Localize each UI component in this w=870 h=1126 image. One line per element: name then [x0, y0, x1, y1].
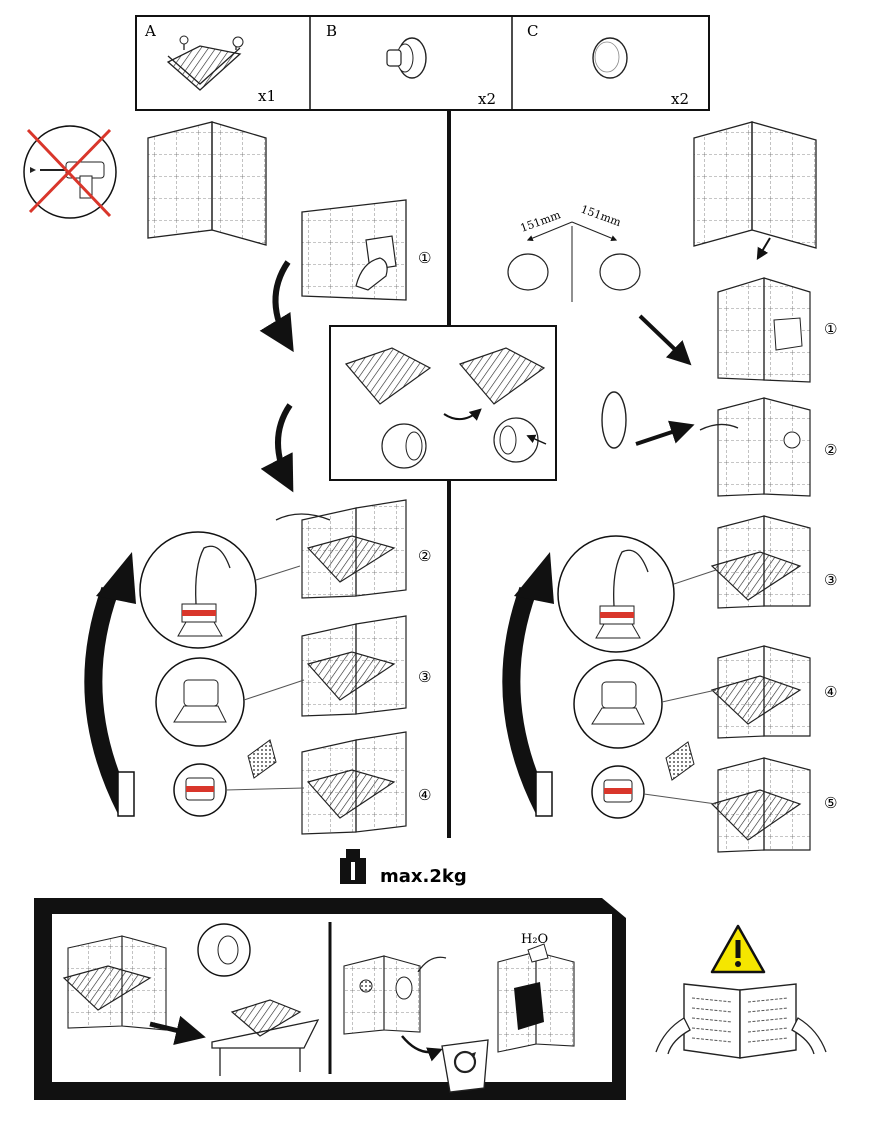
removal-scene-image	[62, 923, 320, 1076]
right-step-5-number: ⑤	[824, 794, 837, 812]
right-step-5-basket-image	[710, 757, 811, 853]
no-drill-icon	[23, 125, 117, 219]
mounting-detail-inset	[329, 325, 557, 481]
left-vent-plate-image	[247, 739, 277, 779]
left-step-4-basket-image	[301, 731, 407, 835]
right-step-2-place-disc-image	[699, 397, 811, 497]
right-locked-detail-circle	[573, 659, 717, 749]
left-step-3-number: ③	[418, 668, 431, 686]
right-step-4-number: ④	[824, 683, 837, 701]
down-arrow-icon	[756, 237, 771, 261]
part-c-quantity: x2	[671, 90, 689, 108]
part-a-basket-image	[166, 35, 244, 91]
right-step-4-basket-image	[710, 645, 811, 739]
part-b-label: B	[326, 22, 337, 40]
right-step-1-number: ①	[824, 320, 837, 338]
spacing-right-label: 151mm	[579, 203, 623, 230]
right-step-3-basket-image	[710, 515, 811, 609]
cleaning-scene-image	[343, 943, 575, 1062]
water-label: H₂O	[521, 932, 548, 947]
right-indicator-detail-circle	[591, 765, 717, 819]
left-step-1-number: ①	[418, 249, 431, 267]
left-step-2-basket-image	[275, 499, 407, 599]
big-curved-arrow-icon	[84, 552, 136, 817]
part-a-quantity: x1	[258, 87, 276, 105]
spacing-left-label: 151mm	[519, 208, 563, 235]
left-locked-detail-circle	[155, 657, 305, 747]
warning-icon	[710, 924, 766, 974]
left-press-detail-circle	[139, 531, 301, 649]
recycle-icon	[441, 1039, 489, 1093]
part-c-label: C	[527, 22, 538, 40]
right-wall-image	[693, 121, 817, 249]
part-b-suction-cup-image	[386, 37, 427, 79]
right-vent-plate-image	[665, 741, 695, 781]
tiled-corner-wall-image	[147, 121, 267, 246]
right-step-2-number: ②	[824, 441, 837, 459]
part-b-quantity: x2	[478, 90, 496, 108]
big-curved-arrow-icon	[502, 552, 554, 817]
right-step-1-clean-wall-image	[717, 277, 811, 383]
left-step-2-number: ②	[418, 547, 431, 565]
right-press-detail-circle	[557, 535, 717, 653]
parts-table	[135, 15, 710, 111]
part-c-disc-image	[592, 37, 628, 79]
part-a-label: A	[144, 22, 156, 40]
spacing-diagram	[507, 221, 641, 302]
read-manual-image	[655, 983, 827, 1059]
weight-icon	[340, 849, 366, 884]
left-step-1-clean-wall-image	[301, 199, 407, 301]
left-step-4-number: ④	[418, 786, 431, 804]
left-indicator-detail-circle	[173, 763, 305, 817]
left-step-3-basket-image	[301, 615, 407, 717]
right-disc-image	[601, 391, 695, 449]
arrow-icon	[638, 314, 692, 366]
curved-arrow-icon	[259, 260, 294, 493]
max-load-label: max.2kg	[380, 866, 467, 887]
right-step-3-number: ③	[824, 571, 837, 589]
